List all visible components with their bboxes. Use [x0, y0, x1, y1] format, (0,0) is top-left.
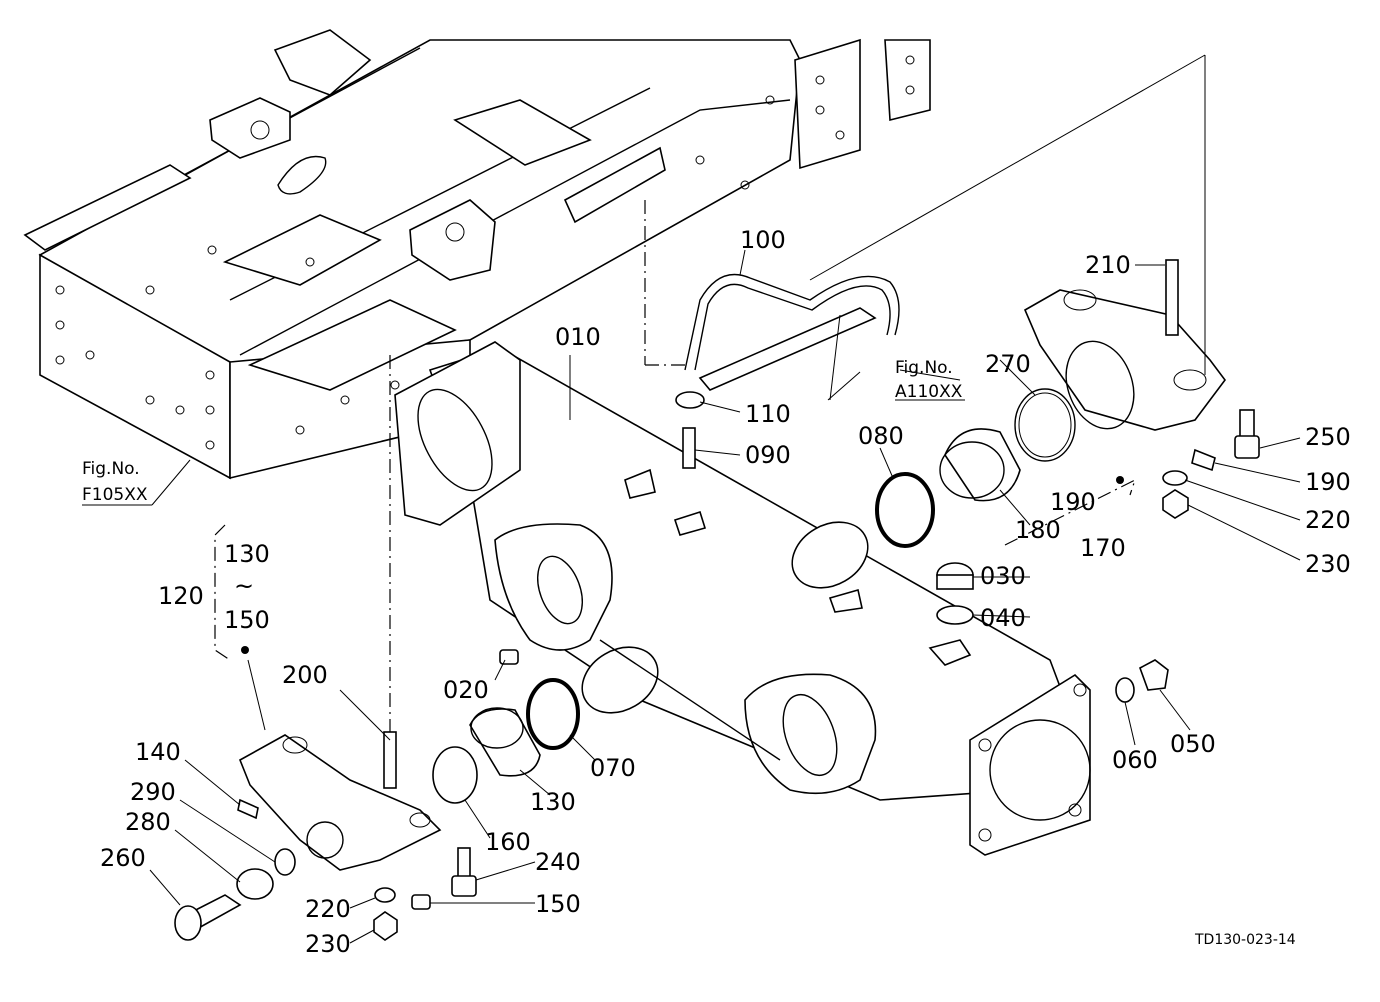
label-230-left: 230 [305, 930, 351, 958]
label-010: 010 [555, 323, 601, 351]
label-200: 200 [282, 661, 328, 689]
label-190: 190 [1305, 468, 1351, 496]
label-110: 110 [745, 400, 791, 428]
label-180: 180 [1015, 516, 1061, 544]
label-140: 140 [135, 738, 181, 766]
fig-ref-a-label: Fig.No. [895, 358, 953, 378]
drawing-code: TD130-023-14 [1194, 932, 1296, 948]
right-bracket [875, 259, 1260, 548]
leader-lines [82, 54, 1301, 944]
figure-references: Fig.No. A110XX Fig.No. F105XX [82, 358, 963, 505]
left-bracket [174, 731, 477, 941]
label-270: 270 [985, 350, 1031, 378]
breather-hose [684, 273, 900, 401]
tractor-frame [23, 29, 931, 740]
axle-housing [394, 341, 1091, 856]
label-250: 250 [1305, 423, 1351, 451]
small-parts [432, 391, 1169, 804]
label-150: 150 [535, 890, 581, 918]
label-040: 040 [980, 604, 1026, 632]
label-tilde: ~ [234, 572, 254, 600]
label-100: 100 [740, 226, 786, 254]
label-230-right: 230 [1305, 550, 1351, 578]
fig-ref-a-code: A110XX [895, 382, 963, 402]
label-220-left: 220 [305, 895, 351, 923]
fig-ref-f-label: Fig.No. [82, 459, 140, 479]
label-090: 090 [745, 441, 791, 469]
label-080: 080 [858, 422, 904, 450]
label-030: 030 [980, 562, 1026, 590]
label-240: 240 [535, 848, 581, 876]
label-220-right: 220 [1305, 506, 1351, 534]
label-120: 120 [158, 582, 204, 610]
label-020: 020 [443, 676, 489, 704]
label-290: 290 [130, 778, 176, 806]
label-210: 210 [1085, 251, 1131, 279]
label-130: 130 [530, 788, 576, 816]
label-170: 170 [1080, 534, 1126, 562]
fig-ref-f-code: F105XX [82, 485, 148, 505]
label-280: 280 [125, 808, 171, 836]
label-150-group: 150 [224, 606, 270, 634]
label-260: 260 [100, 844, 146, 872]
part-labels: 010 100 110 090 080 270 210 180 190 170 … [100, 226, 1351, 958]
label-130-group: 130 [224, 540, 270, 568]
label-070: 070 [590, 754, 636, 782]
label-190-group: 190 [1050, 488, 1096, 516]
label-160: 160 [485, 828, 531, 856]
label-060: 060 [1112, 746, 1158, 774]
label-050: 050 [1170, 730, 1216, 758]
